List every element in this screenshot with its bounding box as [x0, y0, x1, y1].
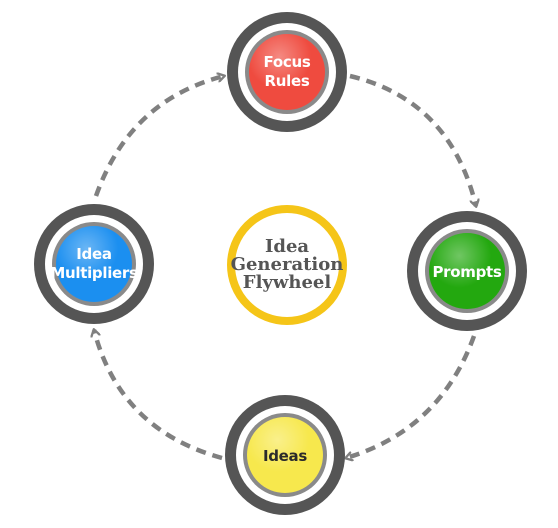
- node-label-line-1: Focus: [264, 53, 311, 71]
- node-prompts: Prompts: [407, 211, 527, 331]
- node-label-line-1: Prompts: [432, 263, 501, 281]
- node-label-line-1: Ideas: [263, 447, 307, 465]
- connector-arrows: [94, 76, 476, 458]
- center-hub: Idea Generation Flywheel: [227, 205, 347, 325]
- node-ideas: Ideas: [225, 395, 345, 515]
- node-label-line-2: Multipliers: [50, 264, 138, 282]
- node-shine: [247, 417, 323, 493]
- center-title-line-2: Generation: [231, 254, 344, 275]
- arrow-ideas-to-multipliers: [94, 330, 223, 461]
- center-ring: [227, 205, 347, 325]
- node-idea-multipliers: Idea Multipliers: [34, 204, 154, 324]
- node-focus-rules: Focus Rules: [227, 12, 347, 132]
- node-label-line-2: Rules: [265, 72, 310, 90]
- node-shine: [56, 226, 132, 302]
- arrow-multipliers-to-focus: [93, 76, 224, 197]
- node-shine: [429, 233, 505, 309]
- arrow-prompts-to-ideas: [346, 335, 477, 458]
- center-title-line-3: Flywheel: [243, 272, 332, 293]
- node-label-line-1: Idea: [76, 245, 111, 263]
- center-title-line-1: Idea: [265, 236, 309, 257]
- node-shine: [249, 34, 325, 110]
- arrow-focus-to-prompts: [349, 73, 476, 206]
